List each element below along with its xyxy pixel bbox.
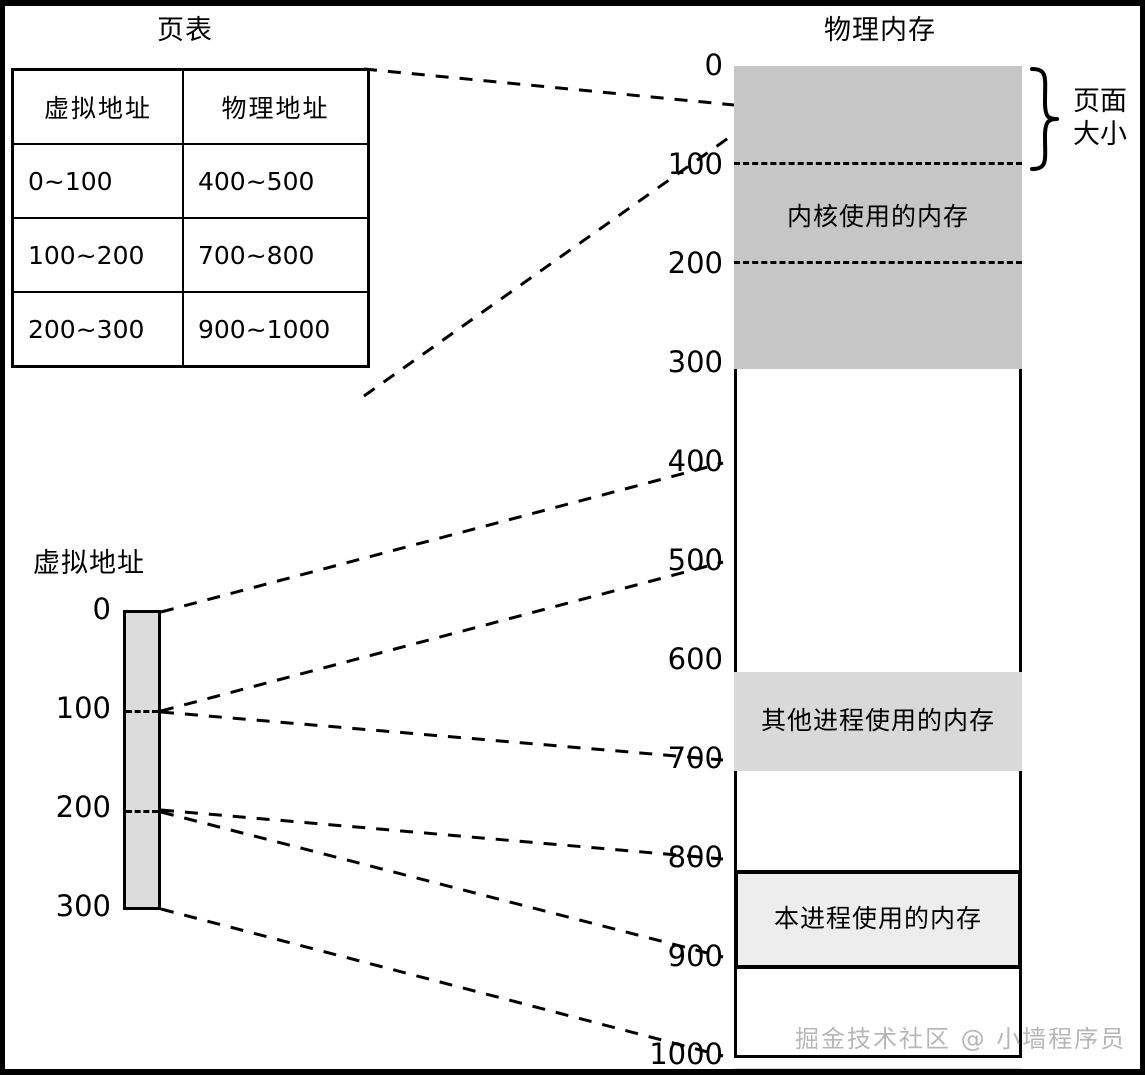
physical-tick-600: 600 <box>667 642 723 676</box>
page-size-label: 页面 大小 <box>1073 86 1127 152</box>
physical-tick-800: 800 <box>667 840 723 874</box>
page-divider-100 <box>734 162 1022 165</box>
page-table-title: 页表 <box>157 15 213 46</box>
page-divider-200 <box>734 261 1022 264</box>
memory-segment-label: 其他进程使用的内存 <box>760 706 995 736</box>
page-table-cell-physical: 700~800 <box>182 217 370 293</box>
page-table-cell-virtual: 100~200 <box>11 217 184 293</box>
page-table-cell-virtual: 0~100 <box>11 143 184 219</box>
physical-tick-0: 0 <box>704 48 723 82</box>
table-row: 200~300 900~1000 <box>11 291 370 368</box>
virtual-divider-200 <box>126 810 158 813</box>
physical-tick-700: 700 <box>667 741 723 775</box>
memory-segment-kernel: 内核使用的内存 <box>734 66 1022 369</box>
physical-tick-400: 400 <box>667 444 723 478</box>
virtual-tick-0: 0 <box>92 592 111 626</box>
memory-segment-label: 本进程使用的内存 <box>773 904 982 934</box>
page-table: 虚拟地址 物理地址 0~100 400~500 100~200 700~800 … <box>11 68 370 368</box>
physical-memory-title: 物理内存 <box>824 15 936 46</box>
virtual-tick-300: 300 <box>55 889 111 923</box>
physical-tick-1000: 1000 <box>649 1037 723 1071</box>
page-size-label-line2: 大小 <box>1073 118 1127 150</box>
virtual-divider-100 <box>126 710 158 713</box>
physical-memory-bar: 内核使用的内存 其他进程使用的内存 本进程使用的内存 其他进程使用 的内存 本进… <box>734 66 1022 1069</box>
page-table-header-physical: 物理地址 <box>182 68 370 145</box>
physical-tick-200: 200 <box>667 246 723 280</box>
virtual-address-bar <box>123 610 161 910</box>
physical-tick-900: 900 <box>667 939 723 973</box>
page-table-header-row: 虚拟地址 物理地址 <box>11 68 370 145</box>
memory-segment-label: 内核使用的内存 <box>786 202 969 232</box>
table-row: 0~100 400~500 <box>11 143 370 219</box>
virtual-tick-200: 200 <box>55 790 111 824</box>
memory-segment-other: 其他进程使用 的内存 <box>734 1068 1022 1069</box>
memory-segment-other: 其他进程使用的内存 <box>734 672 1022 771</box>
memory-segment-self: 本进程使用的内存 <box>734 870 1022 969</box>
virtual-address-title: 虚拟地址 <box>33 548 145 579</box>
virtual-tick-100: 100 <box>55 691 111 725</box>
page-table-cell-physical: 400~500 <box>182 143 370 219</box>
physical-tick-300: 300 <box>667 345 723 379</box>
physical-tick-100: 100 <box>667 147 723 181</box>
watermark: 掘金技术社区 @ 小墙程序员 <box>795 1025 1127 1053</box>
page-size-label-line1: 页面 <box>1073 86 1127 117</box>
table-row: 100~200 700~800 <box>11 217 370 293</box>
page-table-cell-physical: 900~1000 <box>182 291 370 368</box>
page-table-cell-virtual: 200~300 <box>11 291 184 368</box>
physical-tick-500: 500 <box>667 543 723 577</box>
page-table-header-virtual: 虚拟地址 <box>11 68 184 145</box>
